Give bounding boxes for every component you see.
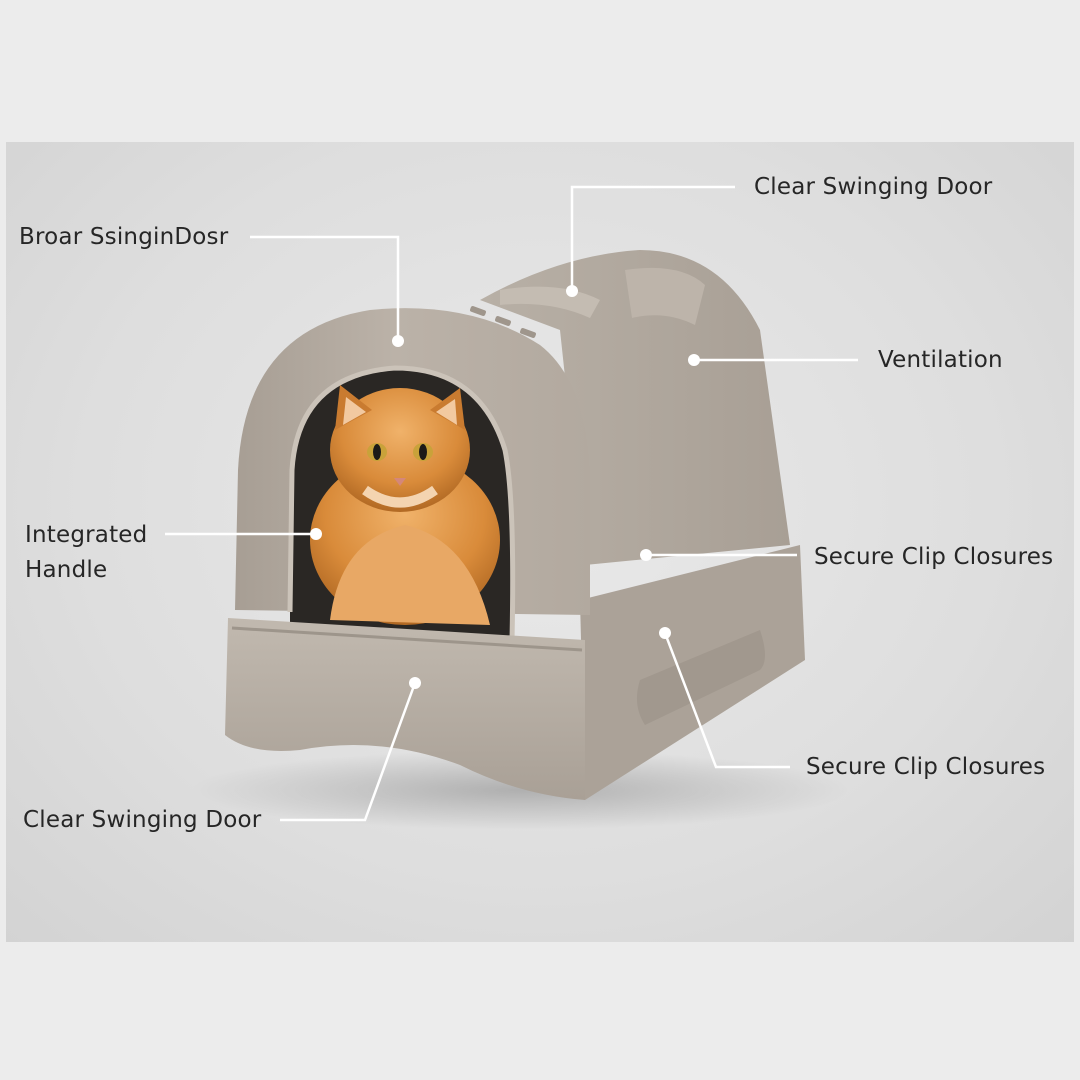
hood-side <box>480 250 790 565</box>
callout-handle: Handle <box>25 557 108 583</box>
floor-shadow <box>190 750 850 830</box>
entrance-rim <box>287 365 516 641</box>
tray-seam <box>231 626 583 652</box>
callout-lines <box>165 185 858 822</box>
callout-dots <box>310 285 700 689</box>
callout-secure-clip-lower: Secure Clip Closures <box>806 754 1046 780</box>
callout-clear-swinging-door-bottom: Clear Swinging Door <box>23 807 262 833</box>
callout-top-left: Broar SsinginDosr <box>19 224 229 250</box>
clip-recess <box>636 630 765 725</box>
cat <box>310 385 500 625</box>
callout-clear-swinging-door-top: Clear Swinging Door <box>754 174 993 200</box>
callout-secure-clip-upper: Secure Clip Closures <box>814 544 1054 570</box>
callout-integrated: Integrated <box>25 522 148 548</box>
rear-flap <box>625 267 705 325</box>
callout-ventilation: Ventilation <box>878 347 1003 373</box>
